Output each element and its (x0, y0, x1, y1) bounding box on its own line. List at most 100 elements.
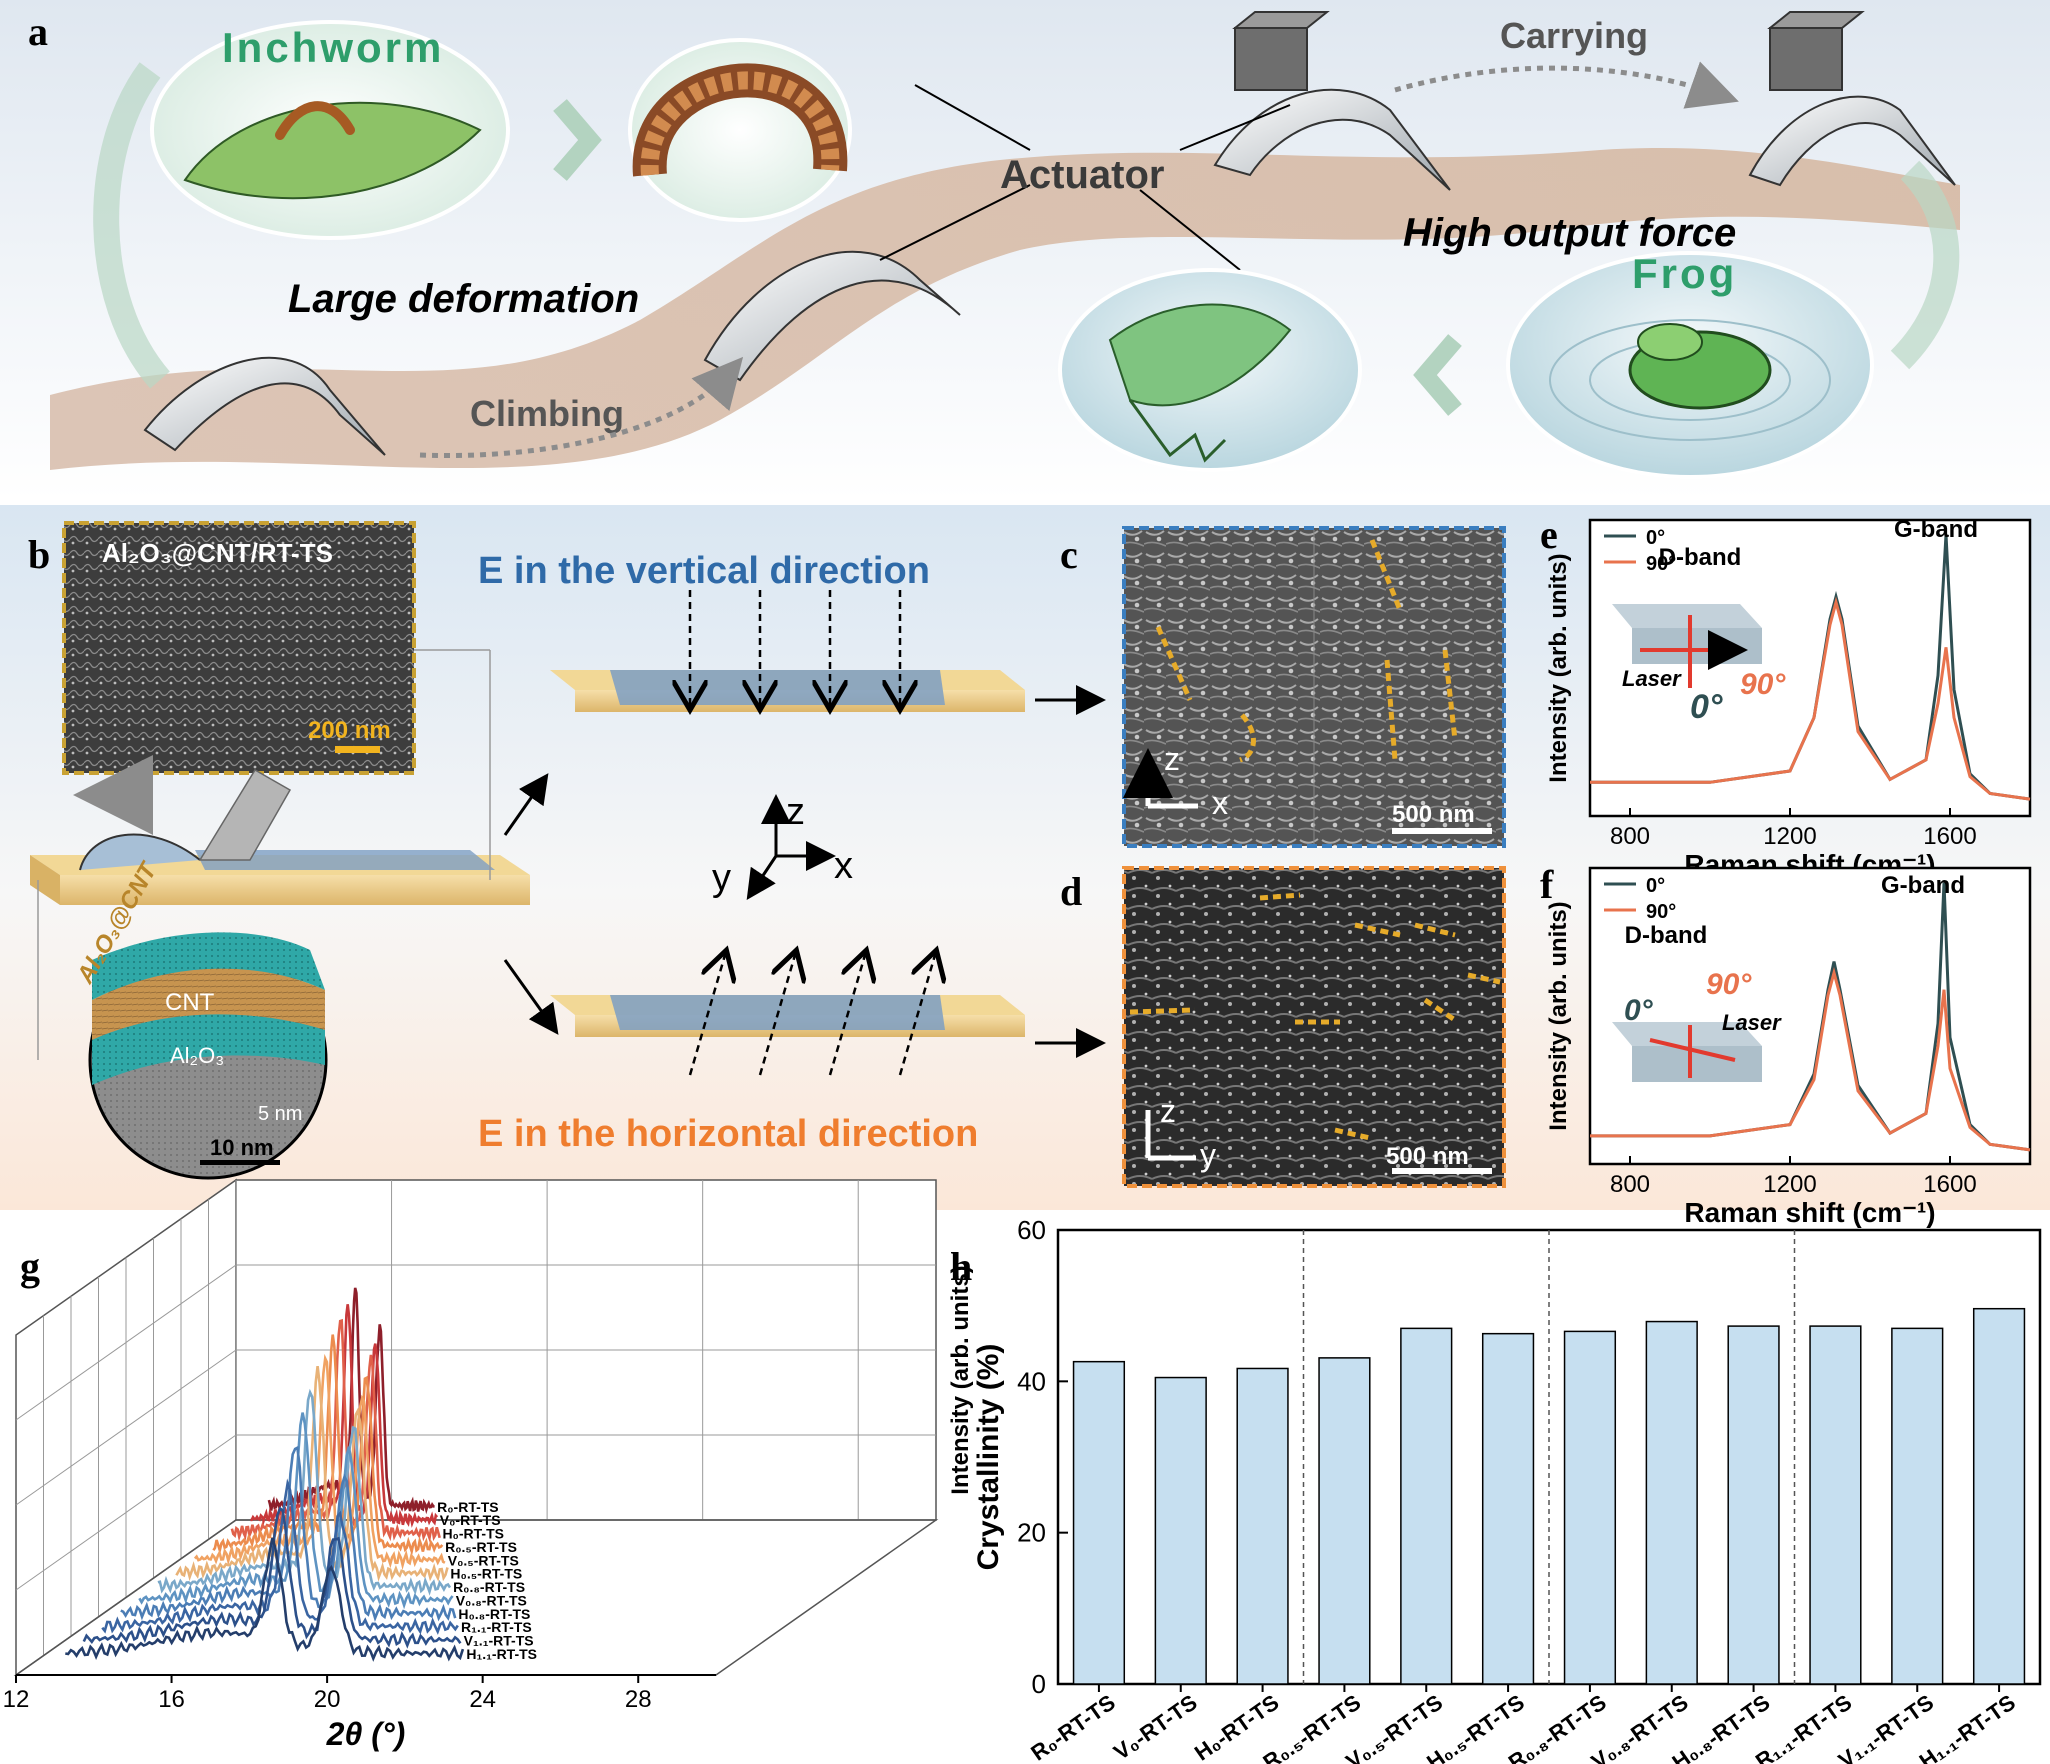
xrd-series-5 (157, 1388, 452, 1596)
panel-d: d z y 500 nm (1060, 866, 1506, 1188)
fiber-traces-c (1155, 539, 1458, 763)
sem-c-axis-z: z (1164, 741, 1180, 777)
y-tick-label: 60 (1017, 1215, 1046, 1245)
xrd-series-7 (193, 1353, 446, 1571)
series-line-1 (1590, 596, 2031, 801)
annotation-g-band: G-band (1894, 516, 1978, 543)
sem-scale-label: 200 nm (308, 717, 391, 744)
y-axis-label: Intensity (arb. units) (1545, 553, 1572, 782)
branch-arrow-down (503, 959, 559, 1035)
xrd-series-6 (175, 1366, 449, 1582)
cube-top-icon-2 (1767, 11, 1865, 29)
y-axis-label: Crystallinity (%) (972, 1344, 1005, 1571)
x-tick-label: 1200 (1763, 823, 1816, 850)
fiber-traces-d (1129, 892, 1501, 1141)
xrd-series-1 (82, 1506, 462, 1649)
actuator-strip-3 (1213, 88, 1451, 191)
climbing-arrow (419, 356, 744, 458)
xrd-series-8 (212, 1334, 444, 1557)
grid-line (15, 1264, 237, 1421)
e-horizontal-label: E in the horizontal direction (478, 1113, 978, 1155)
y-axis-label: Intensity (arb. units) (947, 1265, 974, 1494)
xrd-series-label-9: H₀-RT-TS (442, 1526, 504, 1542)
tem-cnt-label: CNT (165, 989, 215, 1016)
x-tick-label: 20 (314, 1686, 341, 1713)
panel-d-label: d (1060, 869, 1082, 914)
al2o3-inner-layer (92, 1014, 325, 1085)
vertical-film (610, 670, 945, 705)
bar-8 (1727, 1325, 1780, 1685)
bar-4 (1400, 1327, 1453, 1685)
x-tick-label: 28 (625, 1686, 652, 1713)
frog-leg-icon (1108, 303, 1292, 407)
blade-icon (198, 768, 292, 861)
y-tick-label: 40 (1017, 1366, 1046, 1396)
tem-scale-label: 10 nm (210, 1135, 274, 1160)
xrd-series-label-4: V₀.₈-RT-TS (456, 1592, 527, 1608)
xrd-series-label-3: H₀.₈-RT-TS (458, 1606, 530, 1622)
series-line-1 (1590, 966, 2031, 1152)
x-tick-label: 16 (158, 1686, 185, 1713)
climbing-label: Climbing (470, 393, 624, 434)
cube-icon-2 (1769, 27, 1843, 91)
sem-c-scale-bar (1392, 828, 1492, 834)
angle-90-label-e: 90° (1740, 668, 1786, 701)
xrd-series-4 (138, 1412, 454, 1610)
xrd-series-label-11: R₀-RT-TS (437, 1499, 499, 1515)
sem-d-axis-z: z (1160, 1093, 1176, 1129)
inchworm-label: Inchworm (222, 24, 444, 71)
bar-1 (1154, 1376, 1207, 1685)
annotation-d-band: D-band (1625, 922, 1708, 949)
cube-top-icon (1232, 11, 1330, 29)
grid-line (15, 1434, 237, 1591)
xrd-series-3 (120, 1445, 457, 1622)
bar-10 (1891, 1327, 1944, 1685)
flow-arrow-left (93, 62, 170, 389)
laser-label-f: Laser (1722, 1010, 1782, 1035)
leaf-icon (183, 101, 482, 200)
x-tick-label: 1600 (1923, 1171, 1976, 1198)
angle-0-label-f: 0° (1624, 994, 1654, 1027)
xrd-series-label-8: R₀.₅-RT-TS (445, 1539, 517, 1555)
axis-y-label: y (712, 857, 731, 899)
legend-label-0: 0° (1646, 875, 1665, 897)
panel-b-label: b (28, 532, 50, 577)
inchworm-segments-icon (640, 71, 840, 176)
actuator-strip-2 (703, 250, 961, 382)
xrd-series-label-6: H₀.₅-RT-TS (450, 1566, 522, 1582)
sem-inset-title: Al₂O₃@CNT/RT-TS (102, 538, 333, 568)
y-axis-label: Intensity (arb. units) (1545, 901, 1572, 1130)
annotation-d-band: D-band (1659, 544, 1742, 571)
sem-c-axis-x: x (1212, 785, 1228, 821)
sem-inset (62, 521, 416, 775)
panel-c-label: c (1060, 532, 1078, 577)
sem-image-d (1122, 866, 1506, 1188)
panel-f-label: f (1540, 862, 1554, 907)
xrd-series-label-5: R₀.₈-RT-TS (453, 1579, 525, 1595)
sem-scale-bar (335, 746, 380, 753)
inchworm-icon (275, 101, 355, 140)
sem-c-scale-label: 500 nm (1392, 801, 1475, 828)
panel-g-label: g (20, 1244, 40, 1289)
laser-label-e: Laser (1622, 666, 1682, 691)
x-axis-label: 2θ (°) (326, 1716, 406, 1752)
carrying-label: Carrying (1500, 15, 1648, 56)
cnt-layer (92, 968, 325, 1040)
pointer-line (1179, 104, 1291, 151)
rolled-film (79, 833, 201, 871)
axis-z-label: z (786, 791, 805, 833)
panel-h-label: h (950, 1244, 972, 1289)
substrate-side (30, 855, 60, 905)
bar-0 (1072, 1360, 1126, 1685)
x-tick-label: 24 (469, 1686, 496, 1713)
y-tick-label: 20 (1017, 1518, 1046, 1548)
high-output-force-label: High output force (1403, 211, 1736, 255)
